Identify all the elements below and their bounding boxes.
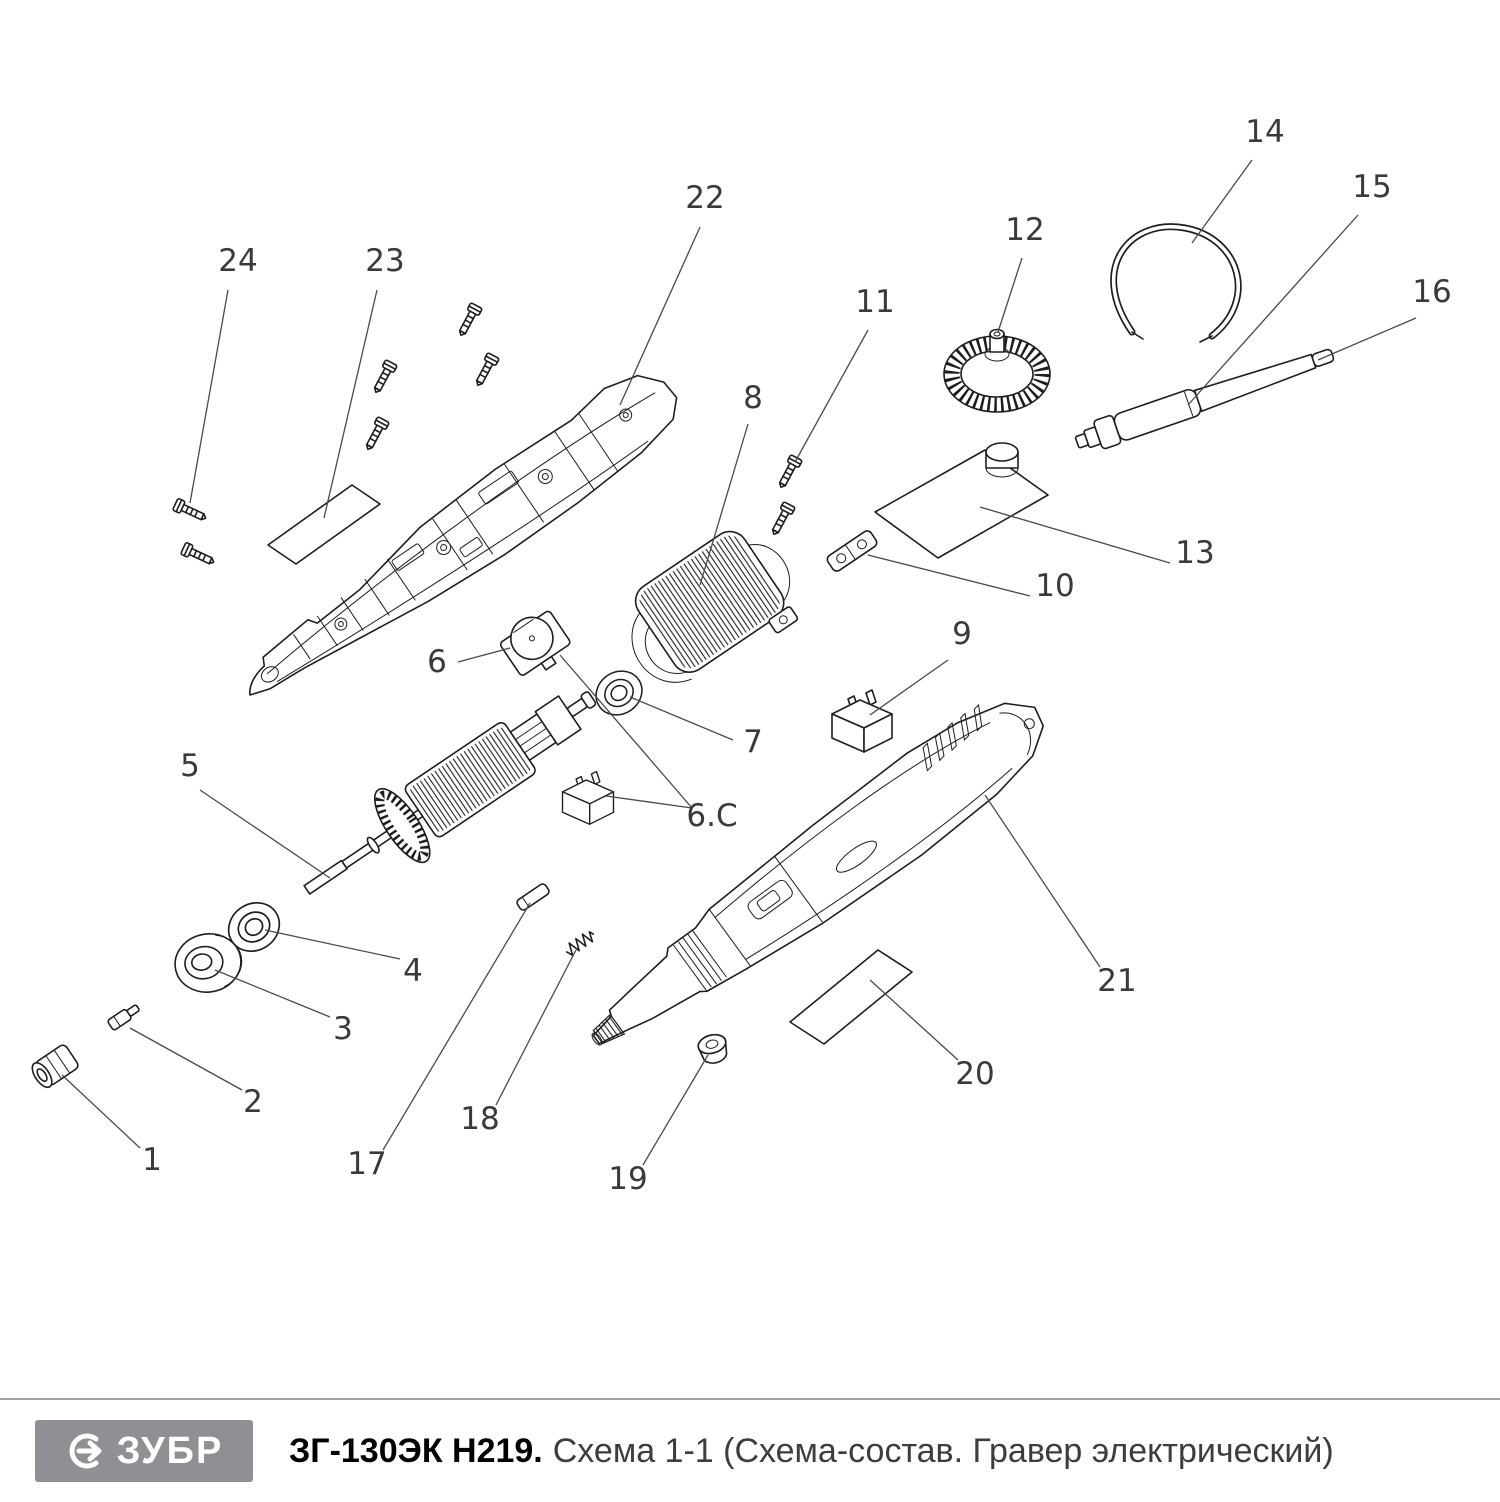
part-brush-wheel — [943, 328, 1051, 413]
callout-3: 3 — [333, 1011, 353, 1047]
callout-24: 24 — [218, 243, 257, 279]
part-screws-11 — [767, 453, 804, 539]
part-label-sticker-23 — [267, 484, 381, 565]
part-bearing-front — [586, 661, 652, 725]
part-stator — [631, 530, 799, 683]
part-armature — [303, 691, 597, 895]
footer-bar: ЗУБР ЗГ-130ЭК Н219.Схема 1-1 (Схема-сост… — [0, 1398, 1500, 1502]
part-nut — [697, 1033, 728, 1064]
callout-11: 11 — [855, 284, 894, 320]
callout-2: 2 — [243, 1084, 263, 1120]
callout-19: 19 — [608, 1161, 647, 1197]
part-handpiece-shaft — [1074, 348, 1335, 450]
part-switch-6c — [561, 770, 615, 825]
part-spring — [565, 931, 595, 957]
callout-20: 20 — [955, 1056, 994, 1092]
part-sticker-20 — [789, 949, 913, 1045]
part-pad — [874, 442, 1049, 559]
callout-labels: 1 2 3 4 5 6 7 8 9 10 11 12 13 14 15 16 1… — [142, 114, 1452, 1197]
callout-1: 1 — [142, 1142, 162, 1178]
model-number: ЗГ-130ЭК Н219. — [289, 1431, 543, 1470]
part-speed-dial — [499, 610, 571, 676]
callout-13: 13 — [1175, 535, 1214, 571]
callout-4: 4 — [403, 953, 423, 989]
callout-8: 8 — [743, 380, 763, 416]
zubr-logo: ЗУБР — [35, 1420, 253, 1482]
callout-16: 16 — [1412, 274, 1451, 310]
callout-6c: 6.C — [686, 798, 737, 834]
callout-9: 9 — [952, 616, 972, 652]
part-upper-housing — [249, 374, 678, 696]
callout-5: 5 — [180, 748, 200, 784]
callout-7: 7 — [743, 724, 763, 760]
callout-21: 21 — [1097, 963, 1136, 999]
part-cap — [174, 933, 243, 993]
callout-12: 12 — [1005, 212, 1044, 248]
callout-6: 6 — [427, 644, 447, 680]
part-lower-housing — [591, 702, 1045, 1046]
callout-15: 15 — [1352, 169, 1391, 205]
callout-23: 23 — [365, 243, 404, 279]
part-collet-nut — [31, 1044, 79, 1089]
part-collet — [107, 1004, 140, 1031]
schema-title: ЗГ-130ЭК Н219.Схема 1-1 (Схема-состав. Г… — [289, 1432, 1334, 1471]
callout-10: 10 — [1035, 568, 1074, 604]
callout-14: 14 — [1245, 114, 1284, 150]
callout-17: 17 — [347, 1146, 386, 1182]
callout-22: 22 — [685, 180, 724, 216]
exploded-parts-diagram: 1 2 3 4 5 6 7 8 9 10 11 12 13 14 15 16 1… — [31, 114, 1452, 1197]
part-switch — [831, 689, 893, 753]
zubr-logo-icon — [69, 1433, 102, 1469]
part-wire-clip — [1110, 223, 1242, 343]
callout-18: 18 — [460, 1101, 499, 1137]
part-pin — [516, 883, 550, 911]
leader-lines — [61, 159, 1417, 1166]
brand-name: ЗУБР — [116, 1429, 224, 1472]
schema-subtitle: Схема 1-1 (Схема-состав. Гравер электрич… — [552, 1431, 1334, 1470]
part-clip-plate — [826, 530, 878, 572]
